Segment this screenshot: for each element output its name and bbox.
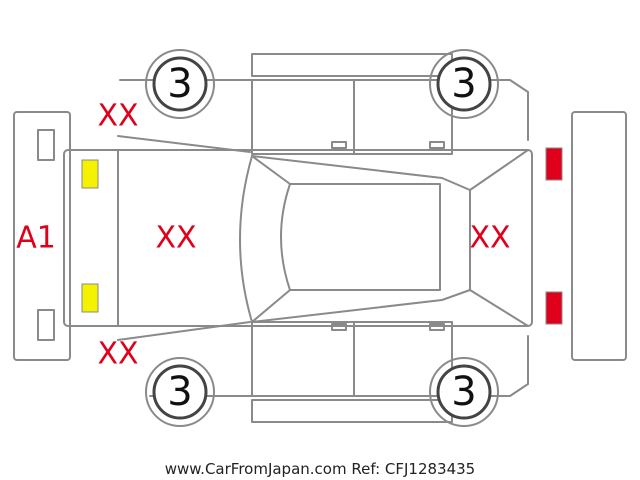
rear-mark: XX (469, 221, 510, 256)
front-right-lamp (81, 283, 99, 313)
hood-mark: XX (155, 221, 196, 256)
front-bumper-mark: A1 (16, 221, 56, 256)
car-body (63, 135, 533, 341)
front-left-wheel-rating: 3 (167, 61, 192, 107)
rear-right-wheel: 3 (429, 357, 499, 427)
reference-footer: www.CarFromJapan.com Ref: CFJ1283435 (165, 460, 475, 478)
front-bumper (13, 111, 71, 361)
rear-bumper (571, 111, 627, 361)
front-right-wheel-rating: 3 (167, 369, 192, 415)
rear-left-wheel: 3 (429, 49, 499, 119)
front-right-wheel: 3 (145, 357, 215, 427)
front-left-fender-mark: XX (97, 99, 138, 134)
rear-left-lamp (545, 147, 563, 181)
front-left-lamp (81, 159, 99, 189)
front-left-wheel: 3 (145, 49, 215, 119)
rear-right-lamp (545, 291, 563, 325)
rear-right-wheel-rating: 3 (451, 369, 476, 415)
rear-left-wheel-rating: 3 (451, 61, 476, 107)
front-right-fender-mark: XX (97, 337, 138, 372)
